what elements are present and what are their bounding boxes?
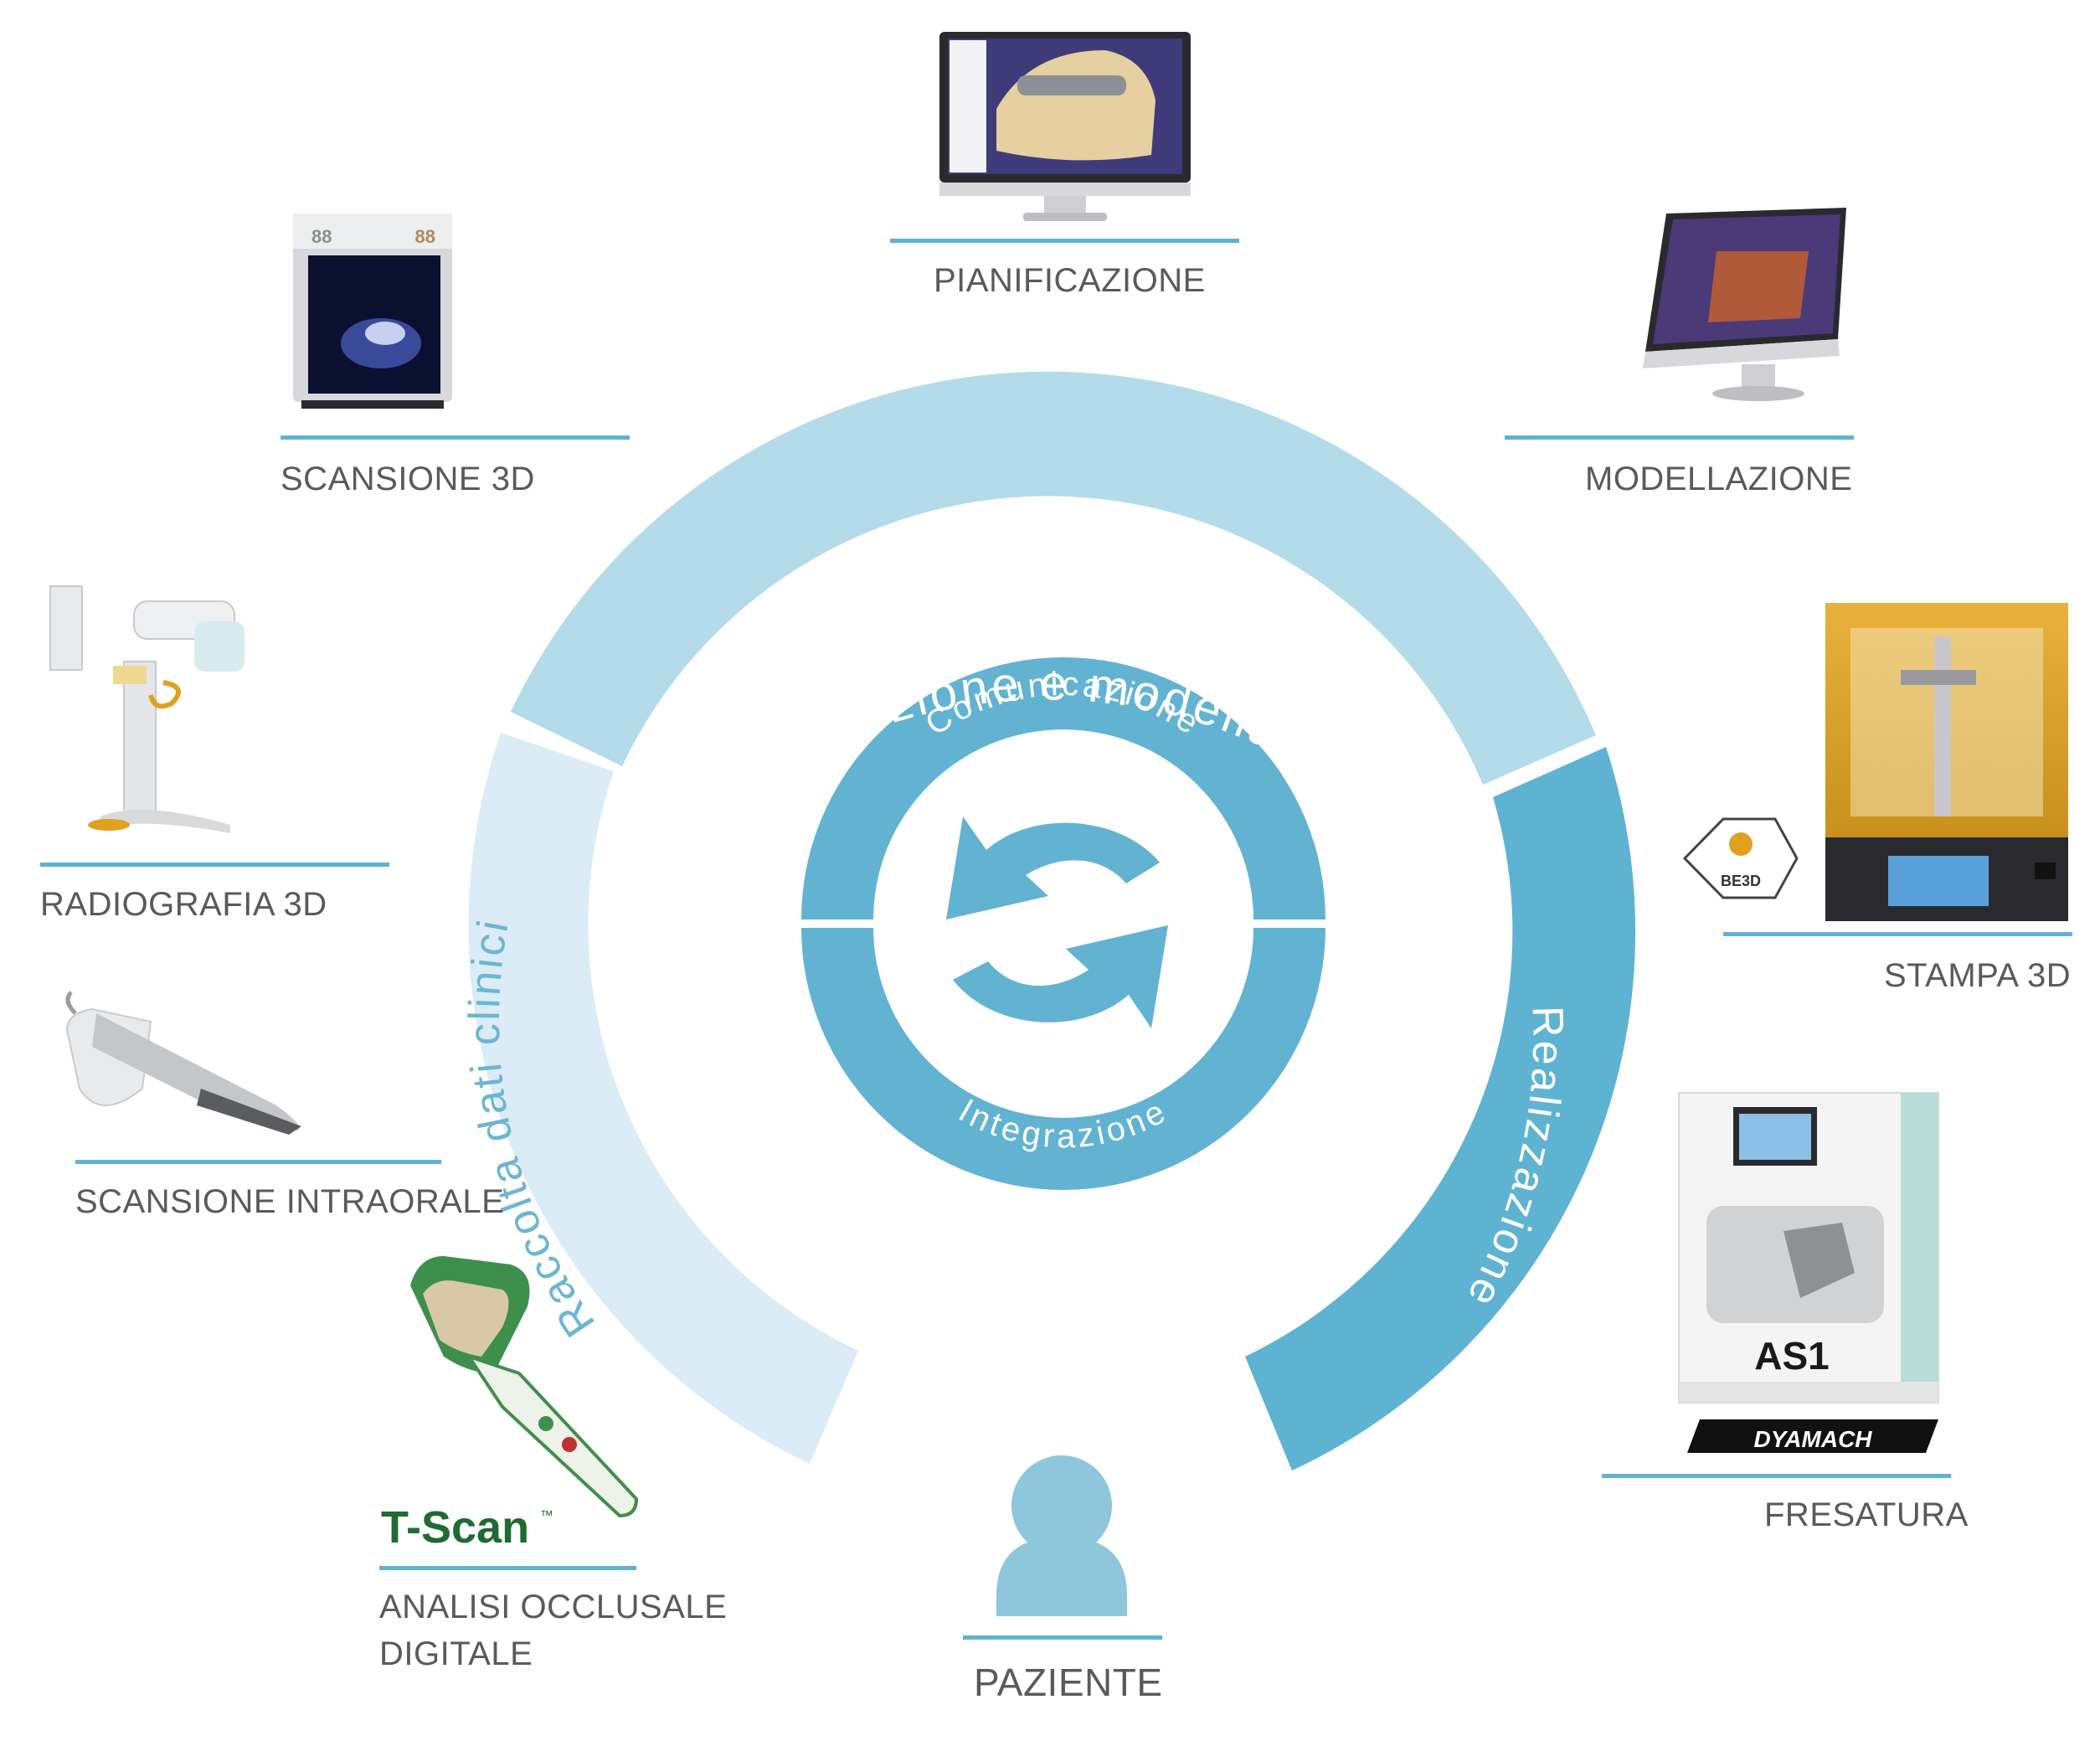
radiografia-3d-label: RADIOGRAFIA 3D: [40, 886, 327, 923]
pianificazione-monitor-icon: [939, 32, 1191, 221]
outer-ring-top-segment: [511, 371, 1596, 785]
outer-ring-left-segment: [468, 733, 858, 1464]
stampa-3d-rule: [1723, 932, 2072, 936]
tscan-tm: ™: [540, 1509, 553, 1523]
desktop-scanner-icon: 88 88: [293, 214, 452, 409]
modellazione-monitor-icon: [1643, 208, 1846, 401]
analisi-occlusale-label-line2: DIGITALE: [379, 1635, 533, 1672]
scansione-intraorale-rule: [75, 1160, 441, 1164]
outer-ring-right-segment: [1245, 747, 1636, 1470]
scansione-3d-rule: [281, 435, 630, 440]
svg-text:AS1: AS1: [1754, 1334, 1829, 1378]
svg-text:88: 88: [415, 226, 435, 247]
be3d-logo: BE3D: [1682, 817, 1799, 899]
svg-text:DYAMACH: DYAMACH: [1753, 1426, 1872, 1452]
person-icon: [996, 1455, 1127, 1616]
paziente-rule: [963, 1635, 1162, 1640]
svg-text:88: 88: [311, 226, 332, 247]
3d-printer-icon: [1825, 603, 2068, 921]
analisi-occlusale-label: ANALISI OCCLUSALE: [379, 1589, 728, 1625]
scansione-3d-label: SCANSIONE 3D: [281, 461, 535, 497]
milling-machine-icon: AS1: [1678, 1092, 1939, 1403]
inner-ring-bottom: [801, 928, 1325, 1190]
pianificazione-label: PIANIFICAZIONE: [934, 262, 1206, 299]
modellazione-label: MODELLAZIONE: [1585, 461, 1853, 497]
radiografia-3d-rule: [40, 863, 389, 867]
modellazione-rule: [1505, 435, 1854, 440]
pianificazione-rule: [890, 239, 1239, 243]
tscan-logo: T-Scan: [381, 1502, 529, 1553]
stampa-3d-label: STAMPA 3D: [1884, 957, 2072, 994]
svg-text:BE3D: BE3D: [1721, 873, 1761, 889]
occlusal-sensor-icon: [410, 1256, 639, 1518]
analisi-occlusale-rule: [379, 1566, 636, 1570]
dyamach-logo: DYAMACH: [1687, 1419, 1938, 1453]
paziente-label: PAZIENTE: [974, 1661, 1163, 1704]
fresatura-label: FRESATURA: [1764, 1496, 1969, 1533]
inner-ring-top: [801, 657, 1325, 919]
xray-unit-icon: [49, 585, 244, 833]
intraoral-scanner-icon: [65, 991, 301, 1135]
scansione-intraorale-label: SCANSIONE INTRAORALE: [75, 1183, 505, 1220]
sync-arrows-icon: [946, 816, 1168, 1028]
fresatura-rule: [1602, 1474, 1951, 1478]
